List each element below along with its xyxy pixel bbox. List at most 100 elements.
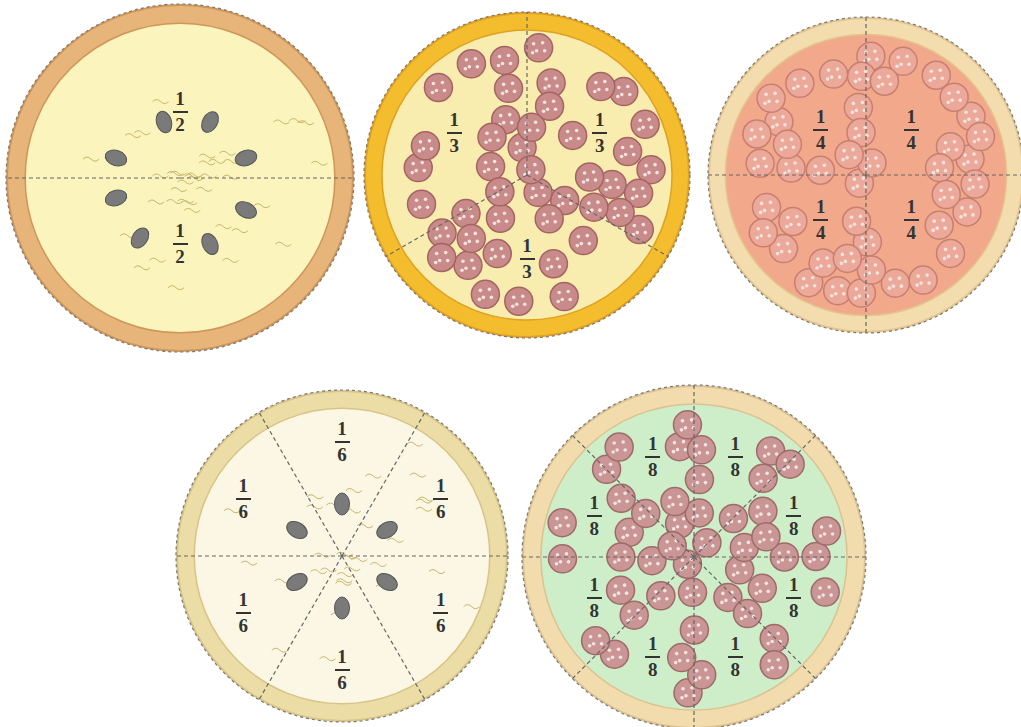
pizza-crust — [523, 386, 865, 727]
pepperoni-fat — [773, 92, 777, 96]
pepperoni-fat — [600, 642, 604, 646]
cut-line — [522, 556, 694, 557]
pepperoni-fat — [464, 267, 468, 271]
pepperoni-fat — [648, 562, 652, 566]
fraction-bar — [173, 243, 188, 245]
pepperoni-fat — [928, 78, 932, 82]
denominator: 4 — [904, 223, 919, 243]
pepperoni — [844, 93, 872, 121]
pepperoni-fat — [636, 231, 640, 235]
pepperoni-fat — [623, 448, 627, 452]
pepperoni-fat — [496, 193, 500, 197]
pepperoni-fat — [829, 524, 833, 528]
pepperoni-fat — [943, 226, 947, 230]
pepperoni-fat — [555, 562, 559, 566]
denominator: 8 — [728, 660, 743, 680]
pepperoni-fat — [856, 184, 860, 188]
pepperoni — [668, 644, 696, 672]
fraction-label: 14 — [904, 197, 919, 243]
fraction-label: 18 — [645, 434, 660, 480]
cheese-squiggle — [254, 204, 270, 208]
fraction-bar — [447, 132, 462, 134]
pepperoni-fat — [688, 624, 692, 628]
pepperoni-fat — [582, 180, 586, 184]
pepperoni-fat — [973, 140, 977, 144]
pepperoni-fat — [781, 115, 785, 119]
pepperoni-fat — [764, 582, 768, 586]
olive — [335, 597, 350, 619]
fraction-label: 16 — [433, 590, 448, 636]
pepperoni-fat — [749, 549, 753, 553]
pepperoni-fat — [580, 242, 584, 246]
pepperoni — [687, 436, 715, 464]
cheese-squiggle — [289, 119, 305, 123]
pepperoni-fat — [935, 226, 939, 230]
pepperoni-fat — [941, 218, 945, 222]
pepperoni-fat — [778, 666, 782, 670]
pepperoni-fat — [944, 141, 948, 145]
pepperoni-fat — [756, 472, 760, 476]
pepperoni-fat — [695, 669, 699, 673]
pepperoni-fat — [511, 304, 515, 308]
pepperoni-fat — [711, 544, 715, 548]
pepperoni — [631, 110, 659, 138]
pepperoni — [428, 243, 456, 271]
pepperoni-fat — [558, 265, 562, 269]
pepperoni-fat — [964, 110, 968, 114]
pepperoni-fat — [619, 655, 623, 659]
pepperoni-fat — [464, 233, 468, 237]
pepperoni-fat — [668, 547, 672, 551]
pepperoni-fat — [583, 171, 587, 175]
pepperoni-fat — [684, 525, 688, 529]
pepperoni-fat — [564, 516, 568, 520]
pepperoni-fat — [698, 451, 702, 455]
pepperoni-fat — [849, 224, 853, 228]
pepperoni-fat — [972, 152, 976, 156]
pepperoni-fat — [759, 234, 763, 238]
pepperoni-fat — [770, 538, 774, 542]
cut-line — [342, 412, 425, 556]
fraction-bar — [236, 498, 251, 500]
pepperoni-fat — [867, 57, 871, 61]
denominator: 3 — [592, 136, 607, 156]
pepperoni-fat — [704, 481, 708, 485]
cheese-squiggle — [275, 242, 291, 246]
pepperoni-fat — [569, 137, 573, 141]
pepperoni-fat — [878, 75, 882, 79]
pepperoni-fat — [971, 185, 975, 189]
pepperoni-fat — [426, 206, 430, 210]
denominator: 8 — [645, 660, 660, 680]
cheese-squiggle — [223, 258, 239, 262]
pepperoni-fat — [947, 91, 951, 95]
pepperoni-fat — [510, 121, 514, 125]
fraction-bar — [335, 441, 350, 443]
pepperoni — [757, 84, 785, 112]
pepperoni-fat — [696, 481, 700, 485]
pepperoni-fat — [801, 286, 805, 290]
pepperoni-fat — [753, 158, 757, 162]
numerator: 1 — [587, 575, 602, 595]
pepperoni-fat — [605, 179, 609, 183]
pepperoni-fat — [750, 607, 754, 611]
pepperoni — [719, 504, 747, 532]
pepperoni-fat — [614, 551, 618, 555]
fraction-label: 13 — [592, 110, 607, 156]
pepperoni-fat — [868, 164, 872, 168]
pepperoni-fat — [850, 252, 854, 256]
pepperoni-fat — [625, 591, 629, 595]
pepperoni — [478, 123, 506, 151]
pepperoni-fat — [927, 281, 931, 285]
pepperoni-fat — [872, 243, 876, 247]
pepperoni-fat — [556, 553, 560, 557]
pepperoni-fat — [617, 500, 621, 504]
pepperoni-fat — [577, 235, 581, 239]
pepperoni-fat — [738, 520, 742, 524]
pepperoni — [760, 651, 788, 679]
pepperoni-fat — [673, 441, 677, 445]
pepperoni-fat — [940, 76, 944, 80]
pepperoni-fat — [483, 170, 487, 174]
pepperoni-fat — [756, 505, 760, 509]
pepperoni-fat — [608, 186, 612, 190]
pepperoni-fat — [820, 558, 824, 562]
pepperoni-fat — [709, 536, 713, 540]
